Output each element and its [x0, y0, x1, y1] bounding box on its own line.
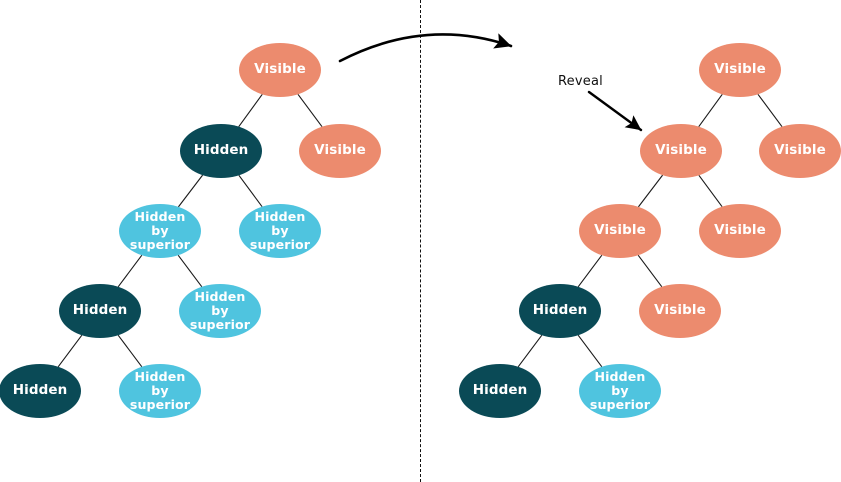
- tree-edge: [517, 334, 543, 368]
- tree-edge: [238, 94, 263, 127]
- reveal-arrow-icon: [587, 90, 643, 132]
- tree-node-visible[interactable]: Visible: [639, 284, 721, 338]
- tree-node-label: Hidden: [193, 142, 249, 159]
- tree-node-hidden-by-superior[interactable]: Hidden by superior: [119, 364, 201, 418]
- tree-node-label: Visible: [594, 222, 646, 239]
- tree-node-label: Hidden: [12, 382, 68, 399]
- tree-node-label: Hidden by superior: [129, 208, 191, 253]
- tree-node-hidden[interactable]: Hidden: [59, 284, 141, 338]
- tree-edge: [238, 174, 263, 208]
- tree-edge: [117, 254, 143, 288]
- tree-node-label: Hidden: [472, 382, 528, 399]
- tree-edge: [577, 254, 603, 288]
- tree-edge: [177, 254, 203, 288]
- tree-node-label: Hidden: [532, 302, 588, 319]
- tree-node-label: Visible: [654, 302, 706, 319]
- tree-node-hidden[interactable]: Hidden: [0, 364, 81, 418]
- tree-node-visible[interactable]: Visible: [640, 124, 722, 178]
- tree-edge: [698, 174, 723, 208]
- tree-node-label: Visible: [714, 222, 766, 239]
- tree-node-label: Visible: [774, 142, 826, 159]
- tree-node-label: Hidden by superior: [189, 288, 251, 333]
- tree-node-hidden-by-superior[interactable]: Hidden by superior: [119, 204, 201, 258]
- transition-arrow-icon: [338, 33, 513, 63]
- tree-node-visible[interactable]: Visible: [759, 124, 841, 178]
- tree-node-label: Visible: [254, 61, 306, 78]
- tree-node-label: Visible: [655, 142, 707, 159]
- tree-node-visible[interactable]: Visible: [579, 204, 661, 258]
- tree-node-hidden-by-superior[interactable]: Hidden by superior: [239, 204, 321, 258]
- tree-edge: [117, 334, 143, 368]
- tree-node-hidden[interactable]: Hidden: [180, 124, 262, 178]
- tree-edge: [577, 334, 603, 368]
- tree-node-visible[interactable]: Visible: [299, 124, 381, 178]
- tree-edge: [57, 334, 83, 368]
- tree-node-hidden[interactable]: Hidden: [519, 284, 601, 338]
- reveal-annotation-label: Reveal: [558, 74, 603, 89]
- tree-edge: [177, 174, 204, 208]
- tree-node-visible[interactable]: Visible: [699, 204, 781, 258]
- tree-node-hidden[interactable]: Hidden: [459, 364, 541, 418]
- tree-node-label: Hidden by superior: [589, 368, 651, 413]
- tree-node-label: Hidden by superior: [249, 208, 311, 253]
- tree-node-visible[interactable]: Visible: [699, 43, 781, 97]
- tree-node-hidden-by-superior[interactable]: Hidden by superior: [579, 364, 661, 418]
- tree-node-label: Visible: [714, 61, 766, 78]
- tree-node-hidden-by-superior[interactable]: Hidden by superior: [179, 284, 261, 338]
- tree-edge: [297, 93, 323, 128]
- tree-node-label: Hidden by superior: [129, 368, 191, 413]
- tree-node-visible[interactable]: Visible: [239, 43, 321, 97]
- tree-node-label: Hidden: [72, 302, 128, 319]
- tree-node-label: Visible: [314, 142, 366, 159]
- tree-edge: [637, 254, 663, 288]
- tree-edge: [757, 93, 783, 128]
- tree-edge: [698, 94, 723, 127]
- tree-edge: [637, 174, 664, 208]
- panel-divider: [420, 0, 421, 482]
